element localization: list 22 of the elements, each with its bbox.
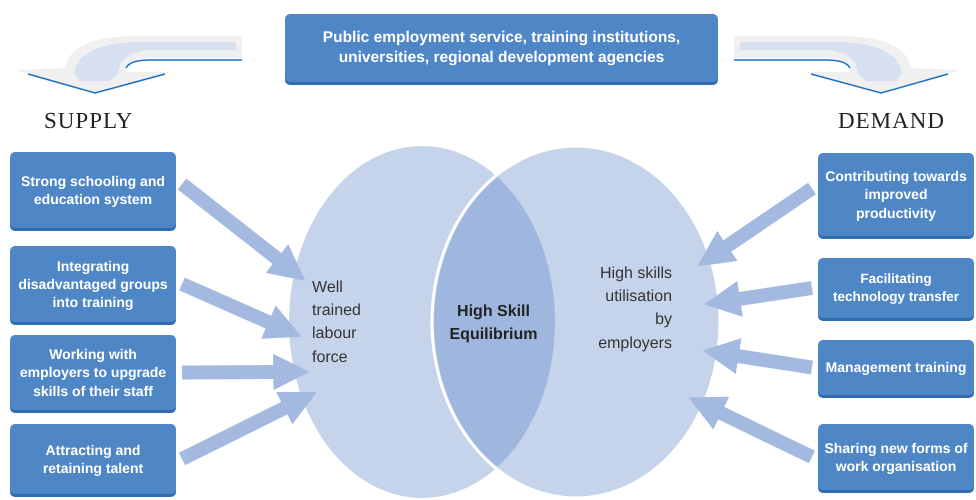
text-box: Contributing towards improved productivity [818,153,974,236]
arrow [179,278,302,339]
text-box: Strong schooling and education system [10,152,176,228]
arrow [704,280,814,317]
arrow [182,354,310,390]
circle-label: Well trained labour force [312,278,362,368]
text-box: Facilitating technology transfer [818,258,974,318]
arrow [178,178,306,281]
section-heading: SUPPLY [44,108,134,134]
arrow [702,338,814,374]
text-box: Attracting and retaining talent [10,424,176,494]
text-box: Working with employers to upgrade skills of their staff [10,335,176,410]
overlap-label: High Skill Equilibrium [448,302,538,346]
arrow [178,392,317,466]
arrow [697,182,816,266]
text-box: Sharing new forms of work organisation [818,424,974,490]
text-box: Integrating disadvantaged groups into training [10,246,176,322]
circle-label: High skills utilisation by employers [597,264,672,354]
text-box: Public employment service, training institutions, universities, regional development agencies [285,14,718,82]
arrow [688,396,816,464]
section-heading: DEMAND [838,108,945,134]
text-box: Management training [818,340,974,395]
